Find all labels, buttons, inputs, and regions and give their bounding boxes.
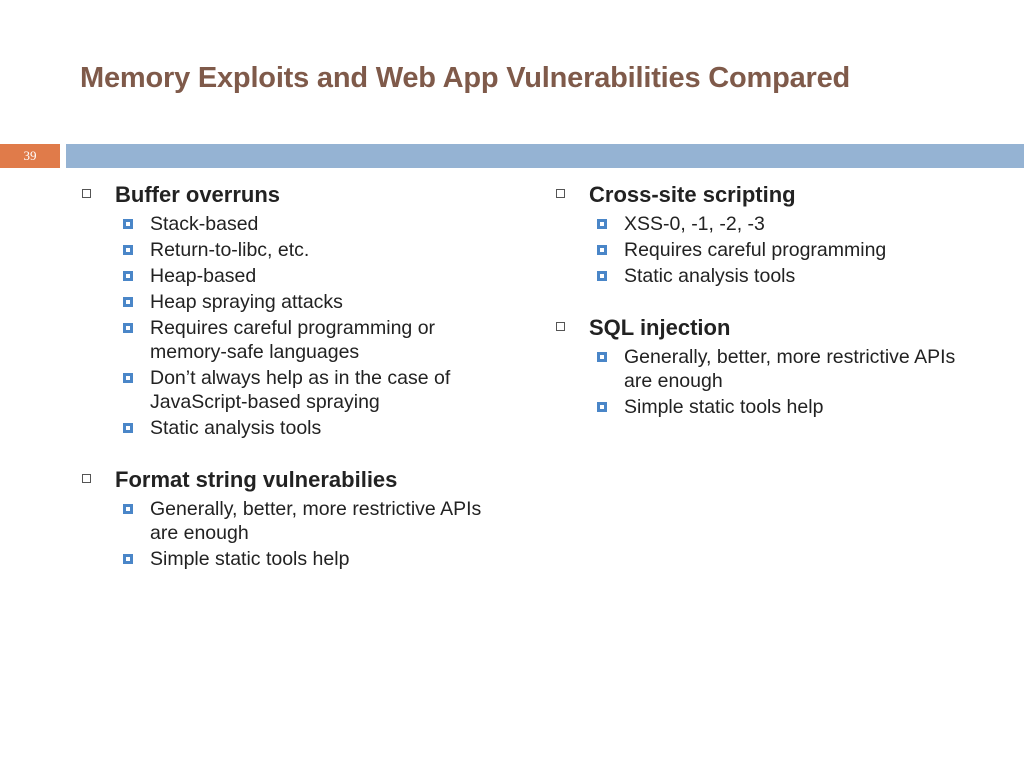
filled-square-bullet-icon [597, 402, 607, 412]
square-bullet-icon [82, 189, 91, 198]
list-item-text: Static analysis tools [624, 265, 796, 287]
list-item: Heap spraying attacks [80, 290, 510, 314]
list-item: Heap-based [80, 264, 510, 288]
right-column: Cross-site scripting XSS-0, -1, -2, -3 R… [554, 180, 974, 421]
filled-square-bullet-icon [123, 323, 133, 333]
filled-square-bullet-icon [123, 219, 133, 229]
slide-title: Memory Exploits and Web App Vulnerabilit… [80, 62, 851, 94]
filled-square-bullet-icon [123, 373, 133, 383]
section-heading: Format string vulnerabilies [80, 465, 510, 495]
filled-square-bullet-icon [123, 554, 133, 564]
list-item-text: Requires careful programming or memory-s… [150, 317, 436, 363]
section-heading: Cross-site scripting [554, 180, 974, 210]
list-item: Don’t always help as in the case of Java… [80, 366, 510, 414]
left-column: Buffer overruns Stack-based Return-to-li… [80, 180, 510, 573]
filled-square-bullet-icon [597, 219, 607, 229]
list-item-text: Requires careful programming [624, 239, 887, 261]
list-item-text: XSS-0, -1, -2, -3 [624, 213, 765, 235]
list-item-text: Don’t always help as in the case of Java… [150, 367, 451, 413]
square-bullet-icon [556, 322, 565, 331]
square-bullet-icon [82, 474, 91, 483]
list-item: Stack-based [80, 212, 510, 236]
filled-square-bullet-icon [123, 504, 133, 514]
section-heading: SQL injection [554, 313, 974, 343]
list-item: Return-to-libc, etc. [80, 238, 510, 262]
filled-square-bullet-icon [123, 297, 133, 307]
list-item-text: Return-to-libc, etc. [150, 239, 310, 261]
list-item-text: Simple static tools help [624, 396, 824, 418]
slide-number-badge: 39 [0, 144, 60, 168]
list-item: Simple static tools help [554, 395, 974, 419]
filled-square-bullet-icon [123, 271, 133, 281]
list-item: Static analysis tools [80, 416, 510, 440]
filled-square-bullet-icon [123, 423, 133, 433]
section-heading-text: Cross-site scripting [589, 182, 796, 207]
filled-square-bullet-icon [123, 245, 133, 255]
list-item-text: Static analysis tools [150, 417, 322, 439]
list-item-text: Stack-based [150, 213, 259, 235]
list-item-text: Simple static tools help [150, 548, 350, 570]
list-item: Static analysis tools [554, 264, 974, 288]
filled-square-bullet-icon [597, 352, 607, 362]
section-heading-text: Format string vulnerabilies [115, 467, 398, 492]
list-item: Requires careful programming [554, 238, 974, 262]
list-item: Generally, better, more restrictive APIs… [554, 345, 974, 393]
list-item-text: Generally, better, more restrictive APIs… [150, 498, 482, 544]
square-bullet-icon [556, 189, 565, 198]
list-item-text: Heap-based [150, 265, 257, 287]
list-item-text: Generally, better, more restrictive APIs… [624, 346, 956, 392]
list-item: Requires careful programming or memory-s… [80, 316, 510, 364]
list-item: Simple static tools help [80, 547, 510, 571]
filled-square-bullet-icon [597, 271, 607, 281]
title-divider-bar [66, 144, 1024, 168]
section-heading: Buffer overruns [80, 180, 510, 210]
filled-square-bullet-icon [597, 245, 607, 255]
list-item: Generally, better, more restrictive APIs… [80, 497, 510, 545]
list-item-text: Heap spraying attacks [150, 291, 343, 313]
section-heading-text: Buffer overruns [115, 182, 281, 207]
section-heading-text: SQL injection [589, 315, 731, 340]
list-item: XSS-0, -1, -2, -3 [554, 212, 974, 236]
